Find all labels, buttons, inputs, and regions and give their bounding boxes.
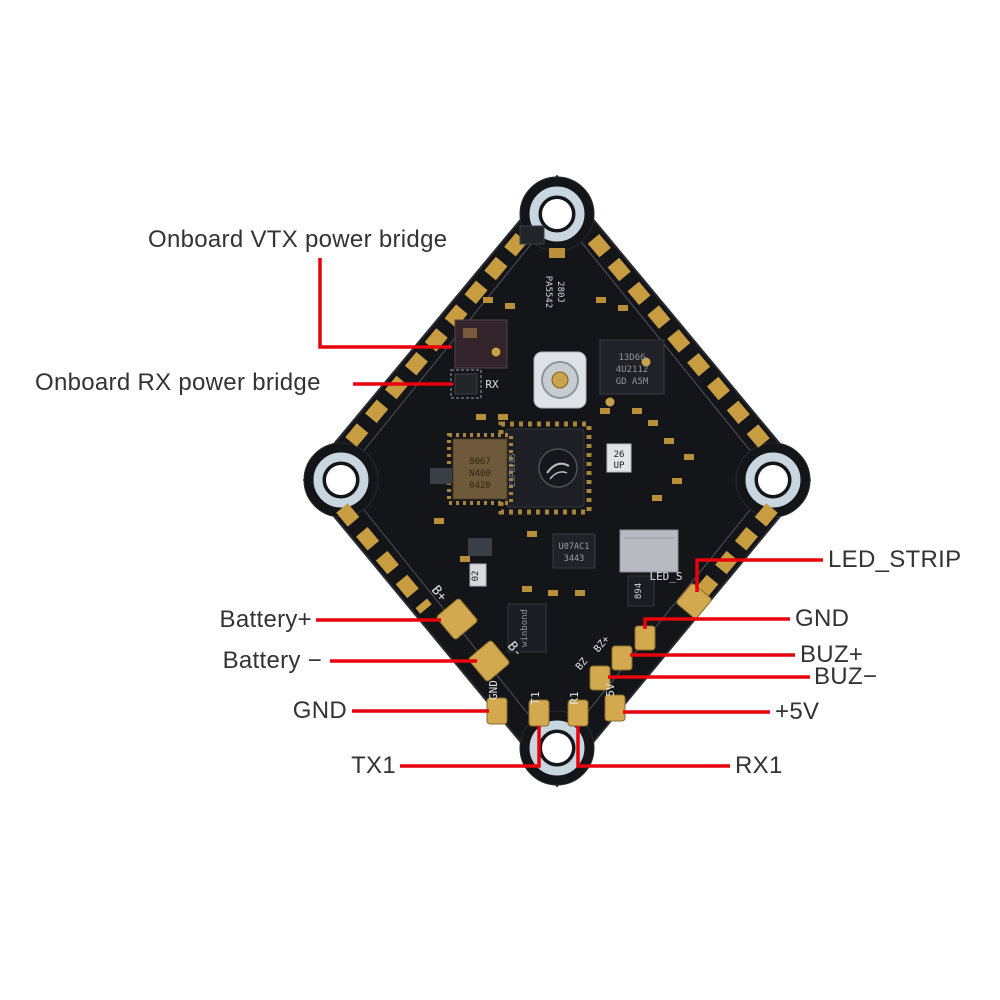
mounting-hole-right bbox=[735, 442, 811, 518]
label-plus-5v: +5V bbox=[775, 698, 820, 725]
component-26up bbox=[606, 443, 632, 473]
small-ic-u07 bbox=[552, 533, 596, 569]
label-rx1: RX1 bbox=[735, 752, 783, 779]
callout-lines bbox=[316, 258, 823, 768]
silk-up: UP bbox=[614, 461, 625, 471]
label-gnd-right: GND bbox=[795, 605, 850, 632]
silk-u07-1: U07AC1 bbox=[559, 542, 590, 552]
mcu-logo bbox=[538, 448, 578, 488]
silk-pa5542: PA5542 bbox=[543, 276, 553, 309]
label-gnd-left: GND bbox=[292, 697, 347, 724]
silk-894: 894 bbox=[634, 583, 644, 599]
pad-5v bbox=[604, 694, 626, 722]
silk-02: 02 bbox=[471, 571, 481, 582]
gyro-chip bbox=[452, 438, 508, 500]
silk-280j: 280J bbox=[555, 281, 565, 303]
silk-gnd: GND bbox=[487, 680, 500, 700]
label-onboard-vtx-power-bridge: Onboard VTX power bridge bbox=[148, 226, 448, 253]
pad-buz-plus bbox=[611, 645, 633, 671]
silk-t1: T1 bbox=[529, 691, 542, 704]
pad-gnd-right bbox=[634, 625, 656, 651]
vtx-bridge-callout-line bbox=[318, 258, 452, 349]
passive-components bbox=[430, 297, 694, 596]
rf-chip bbox=[599, 339, 665, 395]
tx1-callout-line bbox=[400, 726, 541, 768]
label-tx1: TX1 bbox=[351, 752, 396, 779]
vtx-power-bridge-component bbox=[454, 319, 508, 369]
silk-gyro2: N400 bbox=[469, 469, 491, 479]
label-onboard-rx-power-bridge: Onboard RX power bridge bbox=[35, 369, 321, 396]
component-02 bbox=[469, 563, 487, 587]
mounting-hole-left bbox=[303, 442, 379, 518]
silk-rf2: 4U2112 bbox=[616, 365, 649, 375]
silk-u07-2: 3443 bbox=[564, 554, 584, 564]
pad-battery-minus bbox=[468, 640, 510, 682]
led-strip-callout-line bbox=[695, 558, 823, 592]
silk-flash: winbond bbox=[520, 609, 530, 647]
components bbox=[430, 225, 694, 653]
small-ic-894 bbox=[627, 575, 655, 607]
flash-chip bbox=[507, 603, 547, 653]
silk-rf3: GD A5M bbox=[616, 377, 649, 387]
silk-gyro3: 0420 bbox=[469, 481, 491, 491]
label-buz-minus: BUZ− bbox=[814, 663, 878, 690]
metal-shield bbox=[619, 529, 679, 573]
pad-battery-plus bbox=[436, 598, 478, 640]
silkscreen-texts: GND T1 R1 5V BZ+ BZ B+ B- LED_S RX PA554… bbox=[428, 276, 683, 705]
silk-r1: R1 bbox=[568, 691, 581, 704]
gnd-right-callout-line bbox=[643, 617, 790, 629]
rx-power-bridge-component bbox=[454, 373, 478, 395]
silk-5v: 5V bbox=[604, 683, 617, 697]
pad-led-strip bbox=[676, 583, 712, 619]
rx1-callout-line bbox=[576, 726, 730, 768]
silk-mcu: ESP8285 bbox=[508, 453, 517, 487]
label-battery-plus: Battery+ bbox=[219, 606, 312, 633]
silk-led-s: LED_S bbox=[649, 570, 682, 583]
silk-gyro1: 8067 bbox=[469, 457, 491, 467]
pad-gnd-left bbox=[486, 697, 508, 725]
label-battery-minus: Battery − bbox=[222, 647, 322, 674]
silk-26: 26 bbox=[614, 450, 625, 460]
silk-rx: RX bbox=[485, 378, 499, 391]
label-led-strip: LED_STRIP bbox=[828, 546, 962, 573]
label-buz-plus: BUZ+ bbox=[800, 641, 864, 668]
silk-rf1: 13D66 bbox=[618, 353, 645, 363]
